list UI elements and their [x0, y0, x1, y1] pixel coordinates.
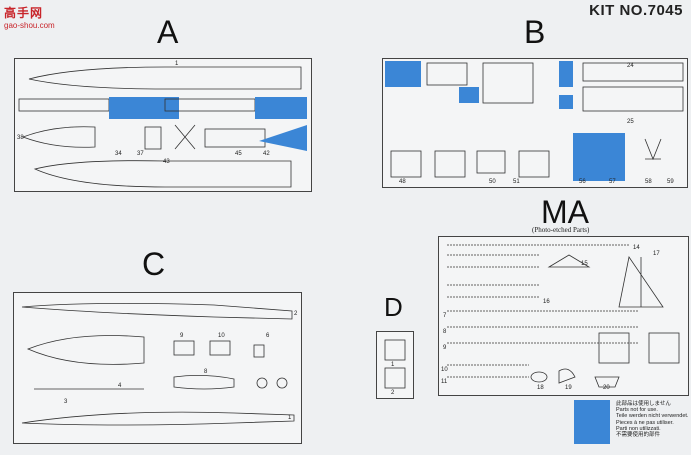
svg-text:19: 19 — [565, 385, 572, 391]
sprue-c-label: C — [142, 246, 166, 282]
sprue-ma-label: MA — [541, 194, 589, 230]
sprue-ma-subtitle: (Photo-etched Parts) — [532, 226, 590, 234]
svg-text:18: 18 — [537, 385, 544, 391]
svg-text:25: 25 — [627, 119, 634, 125]
svg-text:34: 34 — [115, 151, 122, 157]
sprue-d-frame: 1 2 — [376, 331, 414, 399]
sprue-c-parts: 2 9 10 6 4 8 3 1 — [21, 303, 298, 426]
svg-text:1: 1 — [288, 415, 292, 421]
watermark-logo: 高手网 gao-shou.com — [4, 4, 70, 36]
svg-text:11: 11 — [441, 379, 448, 385]
svg-text:15: 15 — [581, 261, 588, 267]
svg-text:3: 3 — [64, 399, 68, 405]
sprue-d-parts: 1 2 — [384, 339, 406, 396]
svg-text:1: 1 — [391, 362, 395, 368]
svg-text:8: 8 — [204, 369, 208, 375]
svg-text:2: 2 — [391, 390, 395, 396]
legend-line: Parts not for use. — [616, 407, 658, 414]
svg-text:59: 59 — [667, 179, 674, 185]
sprue-c-frame: 2 9 10 6 4 8 3 1 — [13, 292, 302, 444]
legend-swatch — [574, 400, 610, 444]
sprue-b-frame: 24 25 48 50 51 56 57 58 59 — [382, 58, 688, 188]
sprue-a-label: A — [157, 14, 179, 50]
sprue-a-parts: 1 34 37 42 43 38 45 — [17, 61, 307, 188]
svg-text:7: 7 — [443, 313, 447, 319]
svg-text:58: 58 — [645, 179, 652, 185]
svg-text:8: 8 — [443, 329, 447, 335]
sprue-b-parts: 24 25 48 50 51 56 57 58 59 — [385, 61, 684, 185]
legend-line: 此部品は使用しません — [616, 401, 671, 407]
svg-text:51: 51 — [513, 179, 520, 185]
svg-text:50: 50 — [489, 179, 496, 185]
svg-text:24: 24 — [627, 63, 634, 69]
legend-line: Teile werden nicht verwendet. — [616, 413, 689, 420]
sprue-b-label: B — [524, 14, 546, 50]
svg-text:45: 45 — [235, 151, 242, 157]
legend-text: 此部品は使用しません Parts not for use. Teile werd… — [616, 401, 688, 438]
sprue-a-frame: 1 34 37 42 43 38 45 — [14, 58, 312, 192]
svg-text:17: 17 — [653, 251, 660, 257]
svg-text:20: 20 — [603, 385, 610, 391]
sprue-ma-parts: 14 15 16 17 18 19 20 7 8 9 10 11 — [441, 244, 680, 391]
watermark-brand: 高手网 — [4, 6, 44, 20]
svg-text:57: 57 — [609, 179, 616, 185]
sprue-ma-frame: 14 15 16 17 18 19 20 7 8 9 10 11 — [438, 236, 689, 396]
svg-text:2: 2 — [294, 311, 298, 317]
legend-line: Pieces à ne pas utiliser. — [616, 419, 674, 426]
svg-text:16: 16 — [543, 299, 550, 305]
svg-text:14: 14 — [633, 245, 640, 251]
legend-line: Parti non utilizzati. — [616, 425, 661, 432]
kit-number: KIT NO.7045 — [589, 2, 683, 19]
svg-text:38: 38 — [17, 135, 24, 141]
svg-text:42: 42 — [263, 151, 270, 157]
svg-text:10: 10 — [218, 333, 225, 339]
svg-text:10: 10 — [441, 367, 448, 373]
svg-text:1: 1 — [175, 61, 179, 67]
svg-text:43: 43 — [163, 159, 170, 165]
svg-text:4: 4 — [118, 383, 122, 389]
svg-text:9: 9 — [443, 345, 447, 351]
svg-text:37: 37 — [137, 151, 144, 157]
sprue-d-label: D — [384, 292, 403, 322]
svg-text:9: 9 — [180, 333, 184, 339]
watermark-url: gao-shou.com — [4, 21, 55, 30]
legend-line: 不需要使用的部件 — [616, 432, 661, 439]
svg-text:48: 48 — [399, 179, 406, 185]
svg-text:56: 56 — [579, 179, 586, 185]
svg-text:6: 6 — [266, 333, 270, 339]
